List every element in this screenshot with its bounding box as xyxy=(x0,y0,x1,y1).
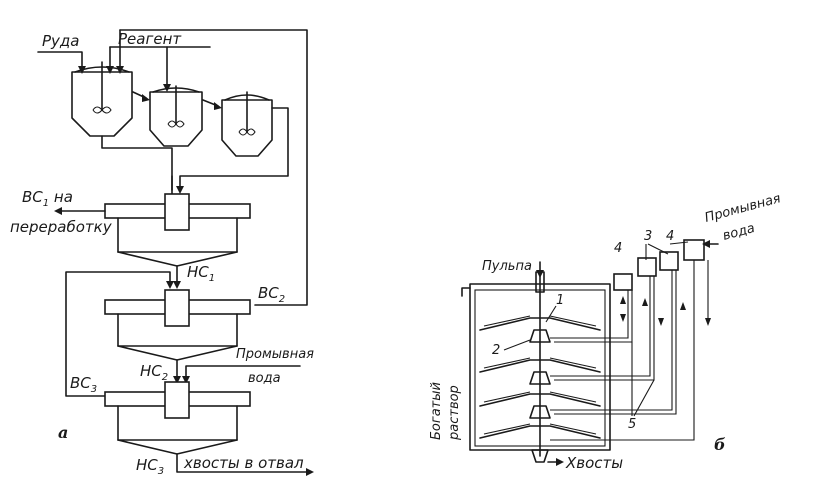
agitator-tank-2 xyxy=(149,85,203,147)
diagram-a: Руда Реагент xyxy=(10,29,314,477)
up-arrow-1-icon xyxy=(620,296,626,304)
callout-4b: 4 xyxy=(666,229,674,244)
callout-1: 1 xyxy=(556,293,564,308)
bc1-label: BC1 на xyxy=(22,188,73,209)
agitator-tank-1 xyxy=(71,61,173,199)
reagent-label: Реагент xyxy=(118,30,182,48)
wash-water-label-b2: вода xyxy=(721,221,756,244)
bc1-arrow-icon xyxy=(54,207,62,215)
callout-5: 5 xyxy=(628,417,636,432)
tails-line xyxy=(176,453,311,473)
tails-discharge-cone xyxy=(531,449,549,463)
bc2-recycle-line xyxy=(119,29,308,306)
wash-water-line xyxy=(185,365,301,381)
bc2-label: BC2 xyxy=(258,284,285,305)
bc3-recycle-line xyxy=(65,271,171,397)
feed-cones xyxy=(529,329,551,419)
hc1-arrow-icon xyxy=(173,281,181,289)
agitator-tank-3 xyxy=(221,91,273,157)
bc1-label-line2: переработку xyxy=(10,218,113,236)
panel-letter-b: б xyxy=(714,435,726,454)
tails-label: хвосты в отвал xyxy=(183,454,304,472)
diagram-b: Пульпа xyxy=(429,191,783,472)
callout-3: 3 xyxy=(644,229,652,244)
hc1-label: HC1 xyxy=(187,263,215,284)
rich-solution-label-2: раствор xyxy=(447,385,462,441)
level-box-3b xyxy=(659,251,679,271)
bc3-label: BC3 xyxy=(70,374,97,395)
pulp-label: Пульпа xyxy=(482,259,532,274)
wash-water-label-a2: вода xyxy=(248,371,281,386)
tank2-to-tank3-arrow-icon xyxy=(214,102,222,110)
wash-water-tank xyxy=(683,239,705,261)
ore-feed-line xyxy=(37,51,83,71)
down-arrow-3-icon xyxy=(705,318,711,326)
wash-water-label-a: Промывная xyxy=(236,347,314,362)
bc3-recycle-arrow-icon xyxy=(166,281,174,289)
callout-4a: 4 xyxy=(614,241,622,256)
ore-label: Руда xyxy=(42,32,80,50)
trays xyxy=(479,315,601,439)
thickener1-feed-arrow-icon xyxy=(176,186,184,194)
hc3-label: HC3 xyxy=(136,456,164,477)
hc2-label: HC2 xyxy=(140,362,168,383)
wash-water-b-arrow-icon xyxy=(702,240,710,248)
tank1-to-tank2-arrow-icon xyxy=(142,94,150,102)
thickener-3 xyxy=(104,381,251,455)
panel-letter-a: а xyxy=(58,423,68,442)
hc2-arrow-icon xyxy=(173,376,181,384)
overflow-hook xyxy=(461,287,471,297)
tank3-outlet-line xyxy=(179,107,289,191)
down-arrow-1-icon xyxy=(620,314,626,322)
thickener-1 xyxy=(104,193,251,267)
wash-water-arrow-icon xyxy=(182,376,190,384)
tails-b-label: Хвосты xyxy=(565,454,623,472)
tails-b-arrow-icon xyxy=(556,458,564,466)
up-arrow-3-icon xyxy=(680,302,686,310)
level-box-4 xyxy=(613,273,633,291)
down-arrow-2-icon xyxy=(658,318,664,326)
rich-solution-label: Богатый xyxy=(429,382,444,440)
thickener-2 xyxy=(104,289,251,361)
pulp-arrow-icon xyxy=(536,270,544,278)
callout-2: 2 xyxy=(492,343,500,358)
wash-water-label-b: Промывная xyxy=(703,191,782,226)
up-arrow-2-icon xyxy=(642,298,648,306)
level-box-3a xyxy=(637,257,657,277)
tails-arrow-icon xyxy=(306,468,314,476)
